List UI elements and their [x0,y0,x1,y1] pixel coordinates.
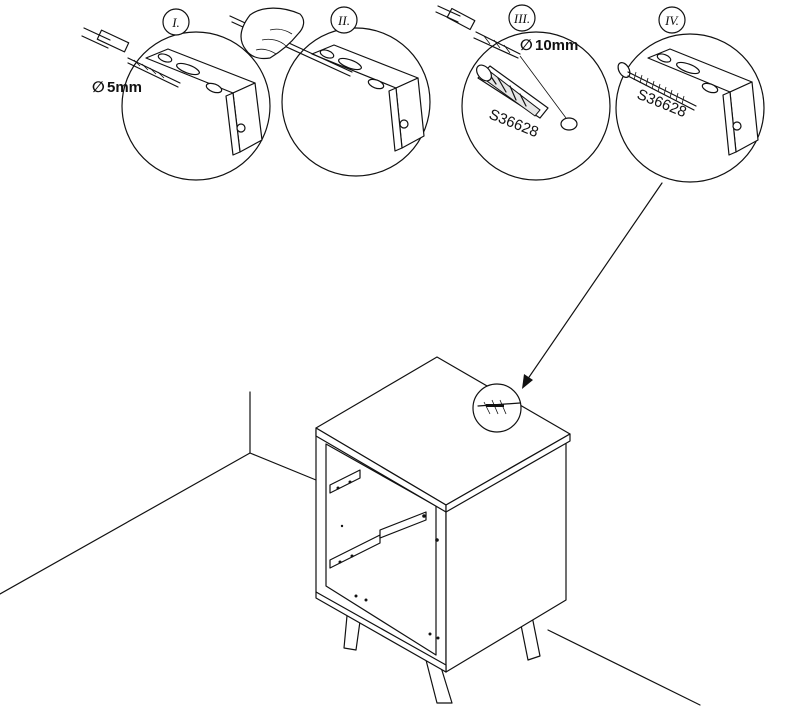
nightstand [315,356,571,704]
hand-icon [240,7,305,60]
step-2-label: II. [337,13,350,28]
cabinet-top-side-edge [445,433,571,513]
bracket-icon [311,44,425,152]
step-2-detail: II. [229,6,431,177]
bracket-icon [647,48,759,156]
drill-bit-icon [81,27,181,88]
step-4-detail: IV. S36628 [615,6,765,183]
drill-size-10mm: 10mm [535,37,578,54]
step-1-label: I. [171,15,180,30]
drill-bit-icon [435,5,567,119]
arrow-icon [522,182,663,389]
screw-icon [617,62,697,111]
cabinet-bottom-edge [315,591,447,673]
bracket-icon [145,48,263,156]
step-4-label: IV. [664,13,679,28]
drill-size-10mm-symbol: ∅ [520,37,533,54]
anchor-detail-circle [472,383,522,433]
runner-lower-right [379,511,427,539]
drill-size-5mm: 5mm [107,79,142,96]
runner-lower-left [329,534,381,569]
step-3-label: III. [513,11,530,26]
step-3-detail: III. ∅ 10mm S36628 [435,4,611,181]
room-corner [0,391,701,706]
drill-size-5mm-symbol: ∅ [92,79,105,96]
wall-plug-icon [476,64,549,119]
step-1-detail: I. ∅ 5mm [81,8,271,181]
